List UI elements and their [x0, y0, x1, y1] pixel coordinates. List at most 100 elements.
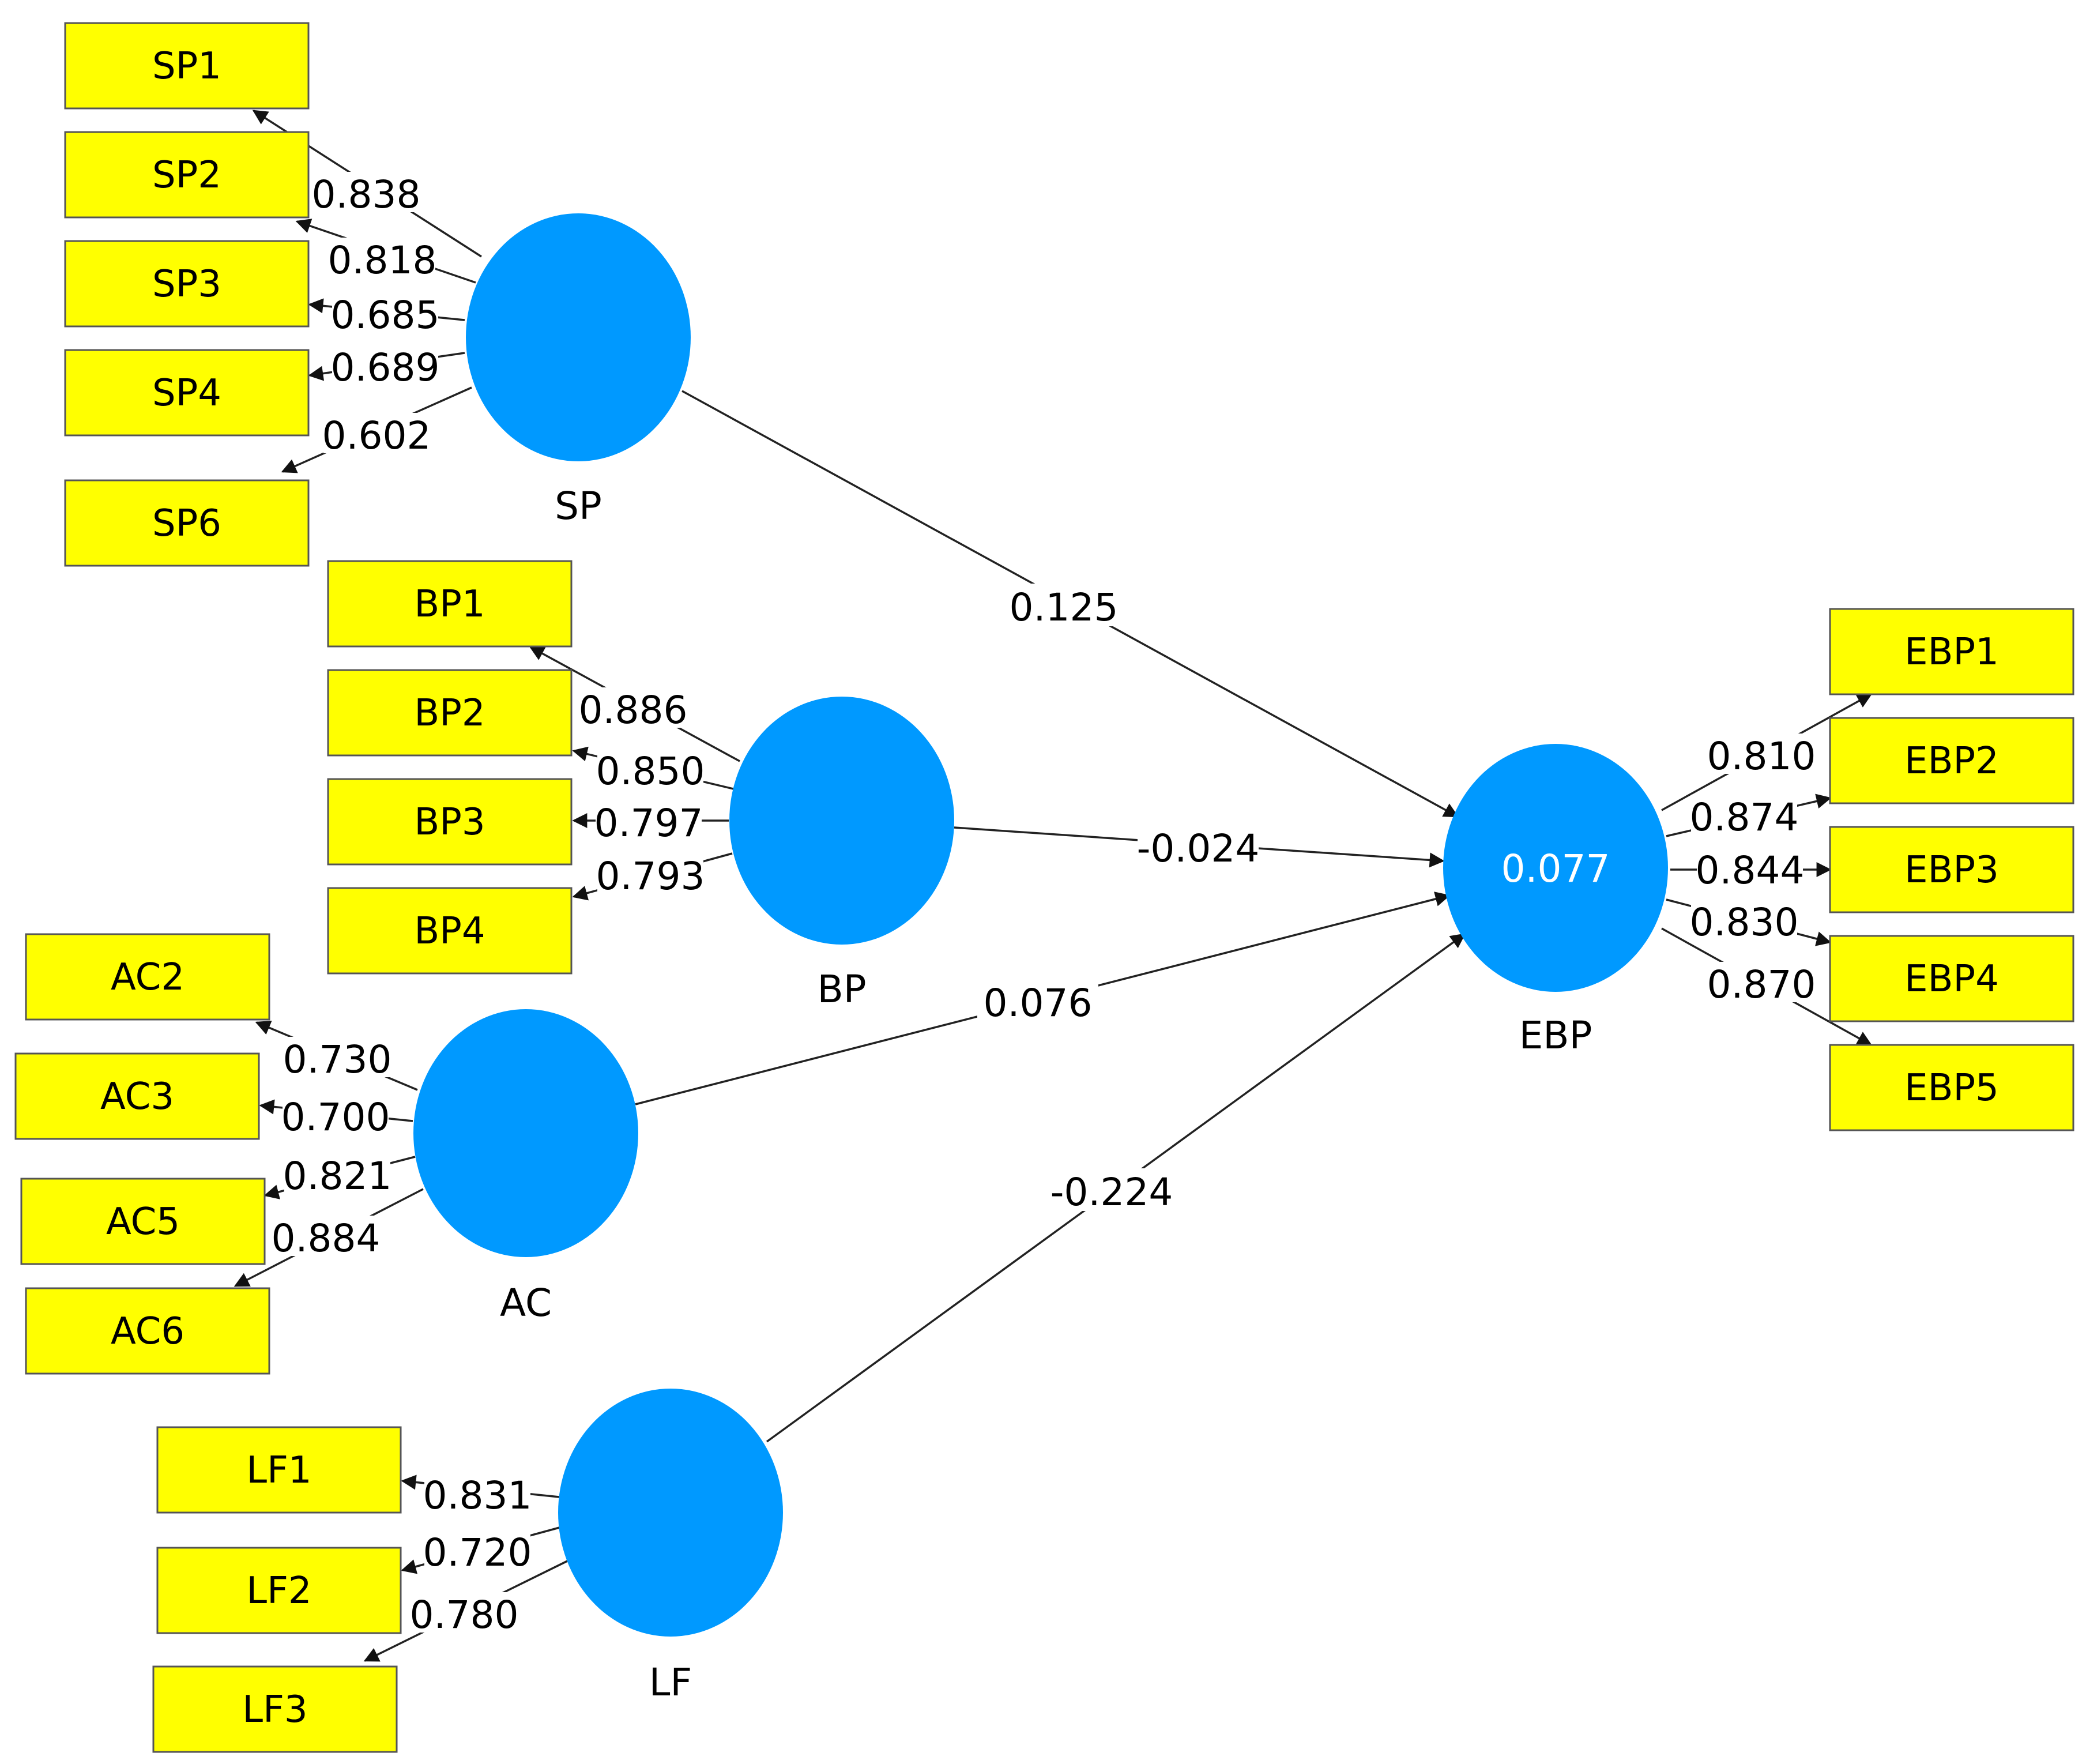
indicator-box-ac6[interactable]: [25, 1287, 270, 1375]
indicator-box-sp6[interactable]: [64, 479, 310, 567]
indicator-label-lf1: LF1: [246, 1449, 311, 1492]
indicator-label-sp3: SP3: [152, 263, 221, 306]
indicator-box-ebp5[interactable]: [1829, 1044, 2074, 1131]
indicator-label-sp4: SP4: [152, 372, 221, 415]
indicator-label-ac5: AC5: [106, 1201, 180, 1243]
loading-value-ac6: 0.884: [272, 1216, 381, 1261]
indicator-label-ebp5: EBP5: [1904, 1067, 1999, 1109]
loading-value-bp2: 0.850: [596, 749, 705, 793]
path-coefficient-bp-ebp: -0.024: [1137, 826, 1260, 871]
construct-label-ac: AC: [500, 1281, 552, 1325]
indicator-label-ac3: AC3: [100, 1075, 174, 1118]
indicator-box-bp2[interactable]: [327, 669, 573, 757]
construct-label-lf: LF: [649, 1660, 692, 1705]
loading-label-bg: [323, 413, 430, 453]
path-label-bg: [977, 979, 1098, 1022]
indicator-label-ac6: AC6: [111, 1310, 184, 1353]
construct-label-bp: BP: [817, 967, 866, 1011]
indicator-box-ac3[interactable]: [14, 1052, 260, 1140]
labels-layer: 0.8380.8180.6850.6890.6020.8860.8500.797…: [272, 172, 1816, 1637]
loading-label-bg: [424, 1530, 530, 1570]
indicator-label-ebp1: EBP1: [1904, 631, 1999, 674]
loading-label-bg: [332, 345, 438, 385]
indicator-box-ebp2[interactable]: [1829, 717, 2074, 804]
indicator-label-bp2: BP2: [414, 692, 485, 735]
construct-label-ebp: EBP: [1519, 1013, 1592, 1058]
indicator-label-ebp2: EBP2: [1904, 740, 1999, 783]
construct-node-sp[interactable]: [466, 213, 691, 461]
construct-label-sp: SP: [555, 484, 602, 528]
loading-label-bg: [580, 687, 686, 728]
indicator-box-lf1[interactable]: [156, 1426, 402, 1514]
loading-value-lf1: 0.831: [423, 1473, 532, 1518]
loading-value-sp4: 0.689: [331, 345, 440, 390]
loading-label-bg: [273, 1216, 379, 1256]
construct-node-bp[interactable]: [729, 697, 954, 945]
nodes-layer: SP1SP2SP3SP4SP6BP1BP2BP3BP4AC2AC3AC5AC6L…: [14, 22, 2074, 1753]
indicator-box-lf2[interactable]: [156, 1547, 402, 1634]
indicator-box-bp3[interactable]: [327, 778, 573, 866]
indicator-box-ebp1[interactable]: [1829, 608, 2074, 695]
indicator-box-sp1[interactable]: [64, 22, 310, 110]
loading-label-bg: [283, 1094, 389, 1135]
path-coefficient-ac-ebp: 0.076: [984, 981, 1093, 1025]
indicator-label-ebp3: EBP3: [1904, 849, 1999, 892]
loading-label-bg: [284, 1037, 390, 1077]
loading-label-bg: [1691, 900, 1797, 940]
indicator-label-sp6: SP6: [152, 502, 221, 545]
indicator-box-sp2[interactable]: [64, 131, 310, 219]
path-label-bg: [1138, 825, 1259, 867]
loading-label-bg: [1697, 848, 1803, 888]
indicator-box-bp1[interactable]: [327, 560, 573, 648]
loading-value-lf3: 0.780: [410, 1593, 519, 1637]
path-label-bg: [1051, 1168, 1172, 1211]
loading-label-bg: [1708, 962, 1814, 1002]
indicator-label-ac2: AC2: [111, 956, 184, 999]
loading-value-ebp3: 0.844: [1696, 848, 1805, 893]
indicator-box-lf3[interactable]: [152, 1665, 398, 1753]
indicator-label-bp3: BP3: [414, 801, 485, 844]
loading-value-ebp4: 0.830: [1690, 900, 1799, 945]
loading-label-bg: [313, 172, 419, 212]
loading-label-bg: [597, 749, 703, 789]
loading-value-ac5: 0.821: [283, 1154, 392, 1198]
loading-label-bg: [596, 800, 702, 841]
indicator-box-sp3[interactable]: [64, 240, 310, 328]
loading-value-ac3: 0.700: [281, 1095, 390, 1139]
loading-value-ebp2: 0.874: [1690, 795, 1799, 840]
loading-label-bg: [329, 238, 435, 278]
indicator-box-ac5[interactable]: [20, 1178, 266, 1265]
indicator-label-lf2: LF2: [246, 1570, 311, 1612]
construct-node-lf[interactable]: [558, 1389, 783, 1637]
loading-value-bp4: 0.793: [596, 854, 705, 898]
loading-label-bg: [1691, 795, 1797, 835]
path-coefficient-lf-ebp: -0.224: [1050, 1170, 1173, 1214]
indicator-label-bp1: BP1: [414, 583, 485, 626]
indicator-label-bp4: BP4: [414, 910, 485, 953]
path-coefficient-sp-ebp: 0.125: [1010, 585, 1119, 630]
loading-value-bp3: 0.797: [594, 801, 703, 845]
loading-label-bg: [1708, 734, 1814, 774]
indicator-label-lf3: LF3: [242, 1688, 307, 1731]
loading-value-sp1: 0.838: [312, 172, 421, 217]
loading-label-bg: [424, 1473, 530, 1513]
indicator-label-sp2: SP2: [152, 154, 221, 197]
indicator-label-sp1: SP1: [152, 45, 221, 88]
loading-value-ebp1: 0.810: [1707, 734, 1816, 778]
construct-node-ac[interactable]: [413, 1009, 638, 1257]
loading-value-lf2: 0.720: [423, 1530, 532, 1575]
indicator-box-bp4[interactable]: [327, 887, 573, 975]
loading-label-bg: [597, 853, 703, 894]
indicator-box-ac2[interactable]: [25, 933, 270, 1021]
indicator-box-ebp3[interactable]: [1829, 826, 2074, 913]
loading-value-sp2: 0.818: [328, 238, 437, 283]
loading-label-bg: [332, 292, 438, 333]
indicator-box-sp4[interactable]: [64, 349, 310, 437]
construct-node-ebp[interactable]: [1443, 744, 1668, 992]
loading-value-sp3: 0.685: [331, 293, 440, 337]
loading-value-ac2: 0.730: [283, 1037, 392, 1082]
loading-value-ebp5: 0.870: [1707, 962, 1816, 1007]
path-label-bg: [1003, 584, 1124, 626]
indicator-box-ebp4[interactable]: [1829, 935, 2074, 1022]
